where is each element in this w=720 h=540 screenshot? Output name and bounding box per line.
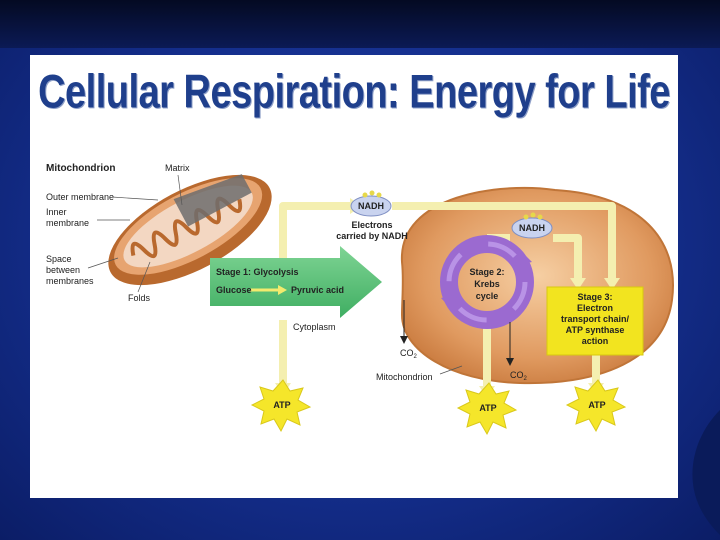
mitochondrion-heading: Mitochondrion — [46, 163, 115, 174]
slide-title: Cellular Respiration: Energy for Life — [38, 66, 670, 119]
top-band — [0, 0, 720, 48]
stage1-glycolysis-arrow — [210, 246, 382, 318]
cytoplasm-label: Cytoplasm — [293, 322, 336, 332]
atp-1-label: ATP — [273, 400, 290, 410]
nadh-top-label: NADH — [358, 201, 384, 211]
label-inner-membrane-1: Inner — [46, 207, 67, 217]
mitochondrion-label: Mitochondrion — [376, 372, 433, 382]
stage3-line-2: Electron — [577, 303, 613, 313]
label-space-1: Space — [46, 254, 72, 264]
co2-left-label: CO2 — [400, 348, 418, 360]
label-space-3: membranes — [46, 276, 94, 286]
label-folds: Folds — [128, 293, 151, 303]
flow-arrows — [279, 202, 616, 388]
stage3-line-5: action — [582, 336, 609, 346]
co2-right-label: CO2 — [510, 370, 528, 382]
stage2-line-3: cycle — [476, 291, 499, 301]
atp-3-label: ATP — [588, 400, 605, 410]
nadh-badge-top: NADH — [350, 190, 392, 217]
decorative-swoosh — [692, 410, 720, 535]
atp-burst-1: ATP — [250, 379, 312, 433]
stage1-glucose: Glucose — [216, 285, 252, 295]
label-inner-membrane-2: membrane — [46, 218, 89, 228]
stage3-line-1: Stage 3: — [577, 292, 612, 302]
label-outer-membrane: Outer membrane — [46, 192, 114, 202]
stage1-pyruvic-acid: Pyruvic acid — [291, 285, 344, 295]
stage3-line-3: transport chain/ — [561, 314, 630, 324]
atp-burst-2: ATP — [456, 382, 518, 436]
stage1-title: Stage 1: Glycolysis — [216, 267, 299, 277]
krebs-cycle-ring — [440, 235, 534, 329]
electrons-note-2: carried by NADH — [336, 231, 408, 241]
stage3-box — [546, 286, 644, 356]
stage2-line-2: Krebs — [474, 279, 500, 289]
stage3-line-4: ATP synthase — [566, 325, 625, 335]
atp-burst-3: ATP — [565, 379, 627, 433]
label-matrix: Matrix — [165, 163, 190, 173]
mitochondrion-illustration — [108, 174, 272, 286]
stage2-line-1: Stage 2: — [469, 267, 504, 277]
nadh-badge-inner: NADH — [511, 212, 553, 239]
nadh-inner-label: NADH — [519, 223, 545, 233]
atp-2-label: ATP — [479, 403, 496, 413]
label-space-2: between — [46, 265, 80, 275]
electrons-note-1: Electrons — [351, 220, 392, 230]
